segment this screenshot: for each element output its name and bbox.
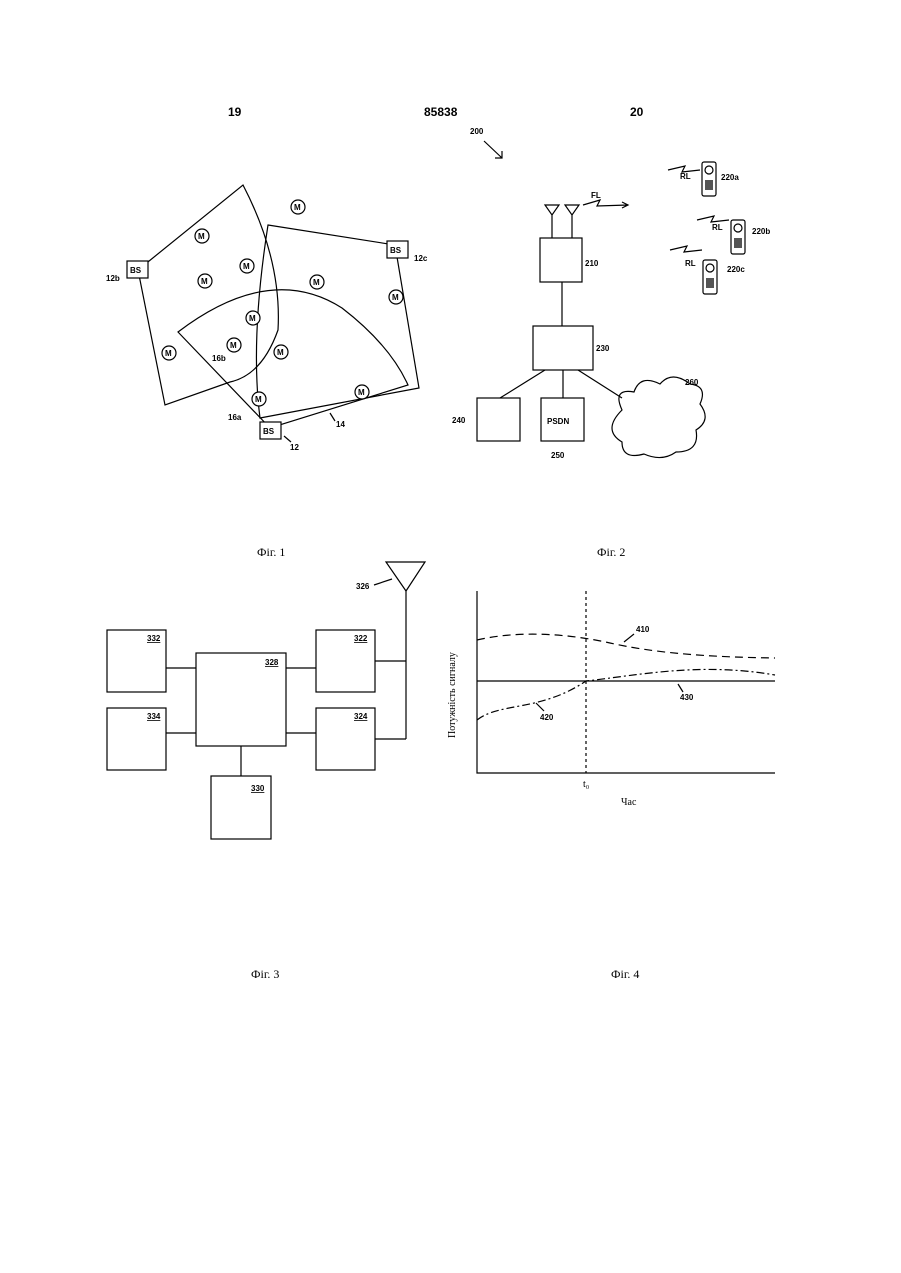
network-links [500,370,622,398]
figure-1-caption: Фіг. 1 [257,545,285,559]
leader-line [536,703,544,711]
mobile-station: M [252,392,266,406]
ref-16b: 16b [212,354,226,363]
figure-2: 200 FL 210 230 240 PSDN 250 260 RL 220a [452,127,770,559]
svg-text:M: M [198,232,205,241]
svg-text:M: M [294,203,301,212]
svg-text:RL: RL [680,172,691,181]
svg-text:M: M [165,349,172,358]
mobile-station: M [355,385,369,399]
forward-link-icon [583,200,628,208]
base-station-210 [540,238,582,282]
mobile-station: M [310,275,324,289]
svg-text:M: M [277,348,284,357]
ref-12b: 12b [106,274,120,283]
leader-line [374,579,392,585]
leader-line [284,436,291,442]
page-number-right: 20 [630,105,644,119]
ref-250: 250 [551,451,565,460]
antenna-icon [545,205,559,238]
svg-text:322: 322 [354,634,368,643]
figure-4-caption: Фіг. 4 [611,967,639,981]
svg-text:220c: 220c [727,265,745,274]
fl-label: FL [591,191,601,200]
series-410-label: 410 [636,625,650,634]
figure-3: 332 334 328 322 324 330 326 Фіг. 3 [107,562,425,981]
series-420-line [477,669,775,720]
mobile-station: M [246,311,260,325]
antenna-icon [565,205,579,238]
leader-line [330,413,335,421]
box-240 [477,398,520,441]
network-cloud-260 [612,377,705,458]
leader-line [624,634,634,642]
x-axis-label: Час [621,797,637,808]
figure-2-caption: Фіг. 2 [597,545,625,559]
y-axis-label: Потужність сигналу [447,652,458,738]
cell-boundary-12b [138,185,278,405]
base-station-12c: BS [387,241,408,258]
ref-230: 230 [596,344,610,353]
svg-text:220b: 220b [752,227,770,236]
series-430-label: 430 [680,693,694,702]
svg-text:RL: RL [712,223,723,232]
svg-text:M: M [313,278,320,287]
mobile-station: M [291,200,305,214]
psdn-label: PSDN [547,417,569,426]
x-tick-t0: t₀ [583,779,590,790]
base-station-12b: BS [127,261,148,278]
mobile-220b: RL 220b [697,216,770,254]
svg-text:BS: BS [263,427,275,436]
svg-text:M: M [358,388,365,397]
ref-12c: 12c [414,254,428,263]
mobile-station: M [240,259,254,273]
series-420-label: 420 [540,713,554,722]
page-number-left: 19 [228,105,242,119]
ref-210: 210 [585,259,599,268]
svg-text:BS: BS [390,246,402,255]
figure-3-caption: Фіг. 3 [251,967,279,981]
ref-240: 240 [452,416,466,425]
mobile-station: M [198,274,212,288]
mobile-station: M [227,338,241,352]
ref-14: 14 [336,420,345,429]
ref-12: 12 [290,443,299,452]
svg-text:M: M [230,341,237,350]
leader-line [678,684,683,692]
mobile-station: M [162,346,176,360]
base-station-12: BS [260,422,281,439]
svg-text:220a: 220a [721,173,739,182]
mobile-station: M [389,290,403,304]
svg-text:M: M [255,395,262,404]
document-number: 85838 [424,105,458,119]
figure-4-chart: Потужність сигналу t₀ Час 410 420 430 Фі… [447,591,775,981]
svg-text:M: M [249,314,256,323]
controller-230 [533,326,593,370]
svg-text:M: M [392,293,399,302]
series-410-line [477,634,775,658]
svg-text:334: 334 [147,712,161,721]
svg-text:332: 332 [147,634,161,643]
svg-text:324: 324 [354,712,368,721]
svg-text:BS: BS [130,266,142,275]
figure-1: BS BS BS M M M M M M M M M M M M 12b 12c… [106,185,428,559]
chart-axes [477,591,775,773]
antenna-icon [386,562,425,591]
ref-260: 260 [685,378,699,387]
svg-text:328: 328 [265,658,279,667]
ref-326: 326 [356,582,370,591]
mobile-station: M [195,229,209,243]
svg-text:330: 330 [251,784,265,793]
ref-200: 200 [470,127,484,136]
svg-text:M: M [243,262,250,271]
mobile-220a: RL 220a [668,162,739,196]
svg-text:RL: RL [685,259,696,268]
svg-text:M: M [201,277,208,286]
arrow-200 [484,141,502,158]
mobile-station: M [274,345,288,359]
ref-16a: 16a [228,413,242,422]
